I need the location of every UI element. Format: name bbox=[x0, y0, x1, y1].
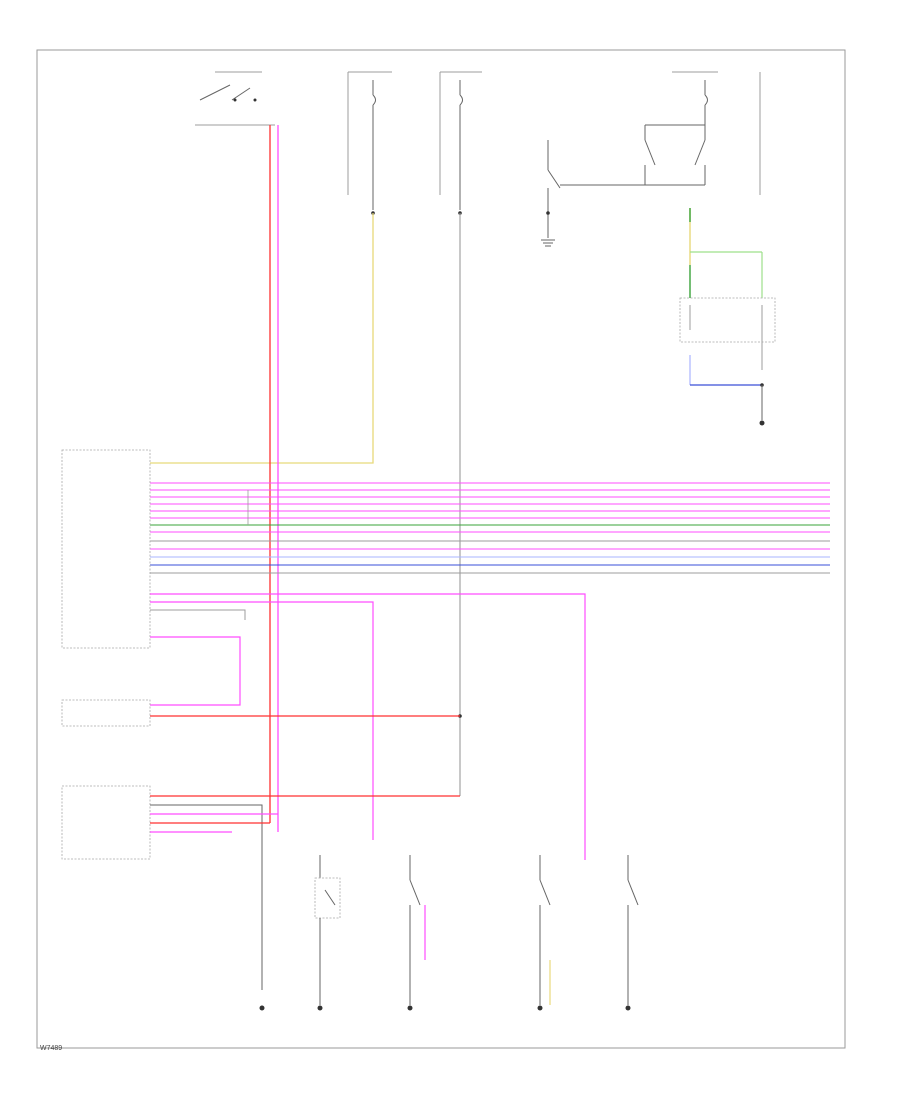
overdrive-relay bbox=[679, 208, 776, 426]
brake-switch bbox=[541, 140, 645, 247]
bus-wires bbox=[150, 482, 830, 574]
door-switch-2 bbox=[407, 855, 426, 1011]
wire-gray-tcc bbox=[150, 609, 246, 620]
wire-black-ground bbox=[150, 804, 263, 990]
fuse-block-a bbox=[347, 71, 392, 215]
fuse-block-c bbox=[644, 71, 761, 195]
wire-pink-to-switch-3 bbox=[150, 593, 586, 860]
door-switch-3 bbox=[537, 855, 551, 1011]
middle-module bbox=[61, 699, 151, 727]
door-switch-4 bbox=[625, 855, 639, 1011]
wire-yellow-ignition bbox=[150, 213, 374, 464]
fuse-block-b bbox=[439, 71, 482, 215]
pcm-module bbox=[61, 449, 151, 649]
wire-pink-loop bbox=[150, 636, 241, 706]
diagram-frame bbox=[36, 49, 846, 1049]
footer-code: W7489 bbox=[40, 1045, 62, 1052]
door-switch-1 bbox=[314, 855, 341, 1011]
ignition-switch bbox=[195, 71, 275, 126]
wire-pink-to-switch-1 bbox=[150, 601, 374, 840]
bottom-module bbox=[61, 785, 151, 860]
ground-point bbox=[259, 1005, 265, 1011]
